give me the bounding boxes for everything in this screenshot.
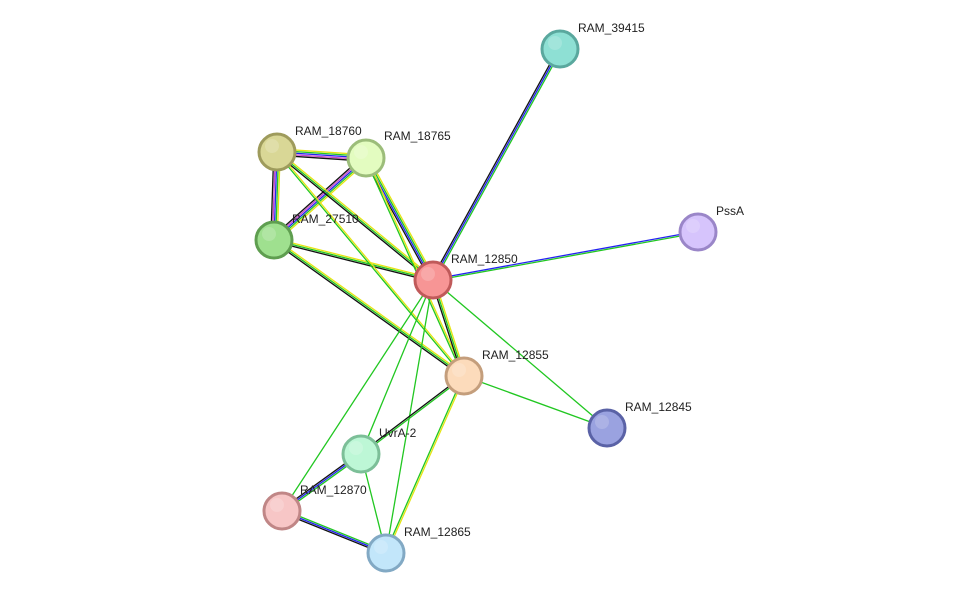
edge-evidence-line [271, 155, 365, 239]
node-highlight [349, 441, 363, 455]
edge-evidence-line [275, 152, 433, 282]
edge-evidence-line [432, 48, 561, 281]
edge-evidence-line [273, 240, 433, 283]
node-ram-39415[interactable]: RAM_39415 [540, 21, 645, 69]
edge-evidence-line [366, 157, 435, 280]
edge-evidence-line [273, 157, 367, 241]
node-highlight [548, 36, 562, 50]
edge-evidence-line [276, 151, 434, 281]
edge-ram-12850-uvra-2[interactable] [360, 279, 434, 455]
node-circle[interactable] [346, 138, 386, 178]
node-circle[interactable] [413, 260, 453, 300]
edge-evidence-line [386, 376, 466, 554]
node-label: RAM_12865 [404, 525, 471, 539]
edge-evidence-line [275, 152, 464, 377]
edge-ram-18760-ram-12855[interactable] [275, 151, 466, 377]
edge-ram-12855-uvra-2[interactable] [360, 374, 465, 456]
edge-evidence-line [360, 279, 434, 455]
edge-evidence-line [274, 237, 434, 280]
edge-ram-18765-ram-27510[interactable] [271, 155, 369, 243]
edge-evidence-line [277, 150, 435, 280]
node-ram-12865[interactable]: RAM_12865 [366, 525, 471, 573]
node-circle[interactable] [257, 132, 297, 172]
edge-evidence-line [367, 156, 436, 280]
edge-evidence-line [272, 240, 464, 378]
node-label: PssA [716, 204, 744, 218]
node-highlight [452, 363, 466, 377]
edge-evidence-line [432, 279, 608, 429]
node-label: RAM_27510 [292, 212, 359, 226]
edge-evidence-line [433, 232, 699, 282]
edge-evidence-line [281, 279, 434, 512]
node-label: RAM_12845 [625, 400, 692, 414]
node-ram-27510[interactable]: RAM_27510 [254, 212, 359, 260]
edge-evidence-line [273, 239, 434, 281]
edge-ram-12855-ram-12865[interactable] [384, 375, 466, 554]
node-ram-12845[interactable]: RAM_12845 [587, 400, 692, 448]
node-label: RAM_12870 [300, 483, 367, 497]
node-highlight [265, 139, 279, 153]
node-highlight [595, 415, 609, 429]
node-highlight [421, 267, 435, 281]
edge-evidence-line [432, 230, 698, 280]
node-ram-12855[interactable]: RAM_12855 [444, 348, 549, 396]
node-label: RAM_12850 [451, 252, 518, 266]
edge-evidence-line [364, 158, 464, 377]
edge-ram-12855-ram-12845[interactable] [463, 375, 608, 429]
edge-evidence-line [273, 239, 465, 377]
edge-evidence-line [384, 375, 464, 553]
node-pssa[interactable]: PssA [678, 204, 744, 252]
edge-evidence-line [463, 375, 608, 429]
node-ram-18760[interactable]: RAM_18760 [257, 124, 362, 172]
node-label: RAM_18765 [384, 129, 451, 143]
edge-ram-27510-ram-12855[interactable] [272, 238, 466, 378]
node-label: RAM_39415 [578, 21, 645, 35]
node-circle[interactable] [444, 356, 484, 396]
node-ram-12850[interactable]: RAM_12850 [413, 252, 518, 300]
node-circle[interactable] [254, 220, 294, 260]
node-ram-12870[interactable]: RAM_12870 [262, 483, 367, 531]
node-highlight [270, 498, 284, 512]
edge-pssa-ram-12850[interactable] [432, 230, 699, 282]
node-circle[interactable] [587, 408, 627, 448]
edge-evidence-line [272, 156, 366, 240]
edge-ram-18765-ram-12855[interactable] [364, 157, 466, 377]
node-ram-18765[interactable]: RAM_18765 [346, 129, 451, 178]
edge-ram-27510-ram-12850[interactable] [273, 237, 434, 283]
edge-evidence-line [275, 159, 369, 243]
node-highlight [374, 540, 388, 554]
edge-ram-12850-ram-12870[interactable] [281, 279, 434, 512]
node-label: UvrA-2 [379, 426, 417, 440]
edge-evidence-line [431, 47, 560, 280]
edge-evidence-line [274, 238, 466, 376]
node-label: RAM_18760 [295, 124, 362, 138]
edge-evidence-line [366, 157, 466, 376]
node-highlight [262, 227, 276, 241]
edge-evidence-line [433, 49, 562, 282]
node-circle[interactable] [540, 29, 580, 69]
edge-evidence-line [274, 158, 368, 242]
node-circle[interactable] [262, 491, 302, 531]
edge-ram-12850-ram-12845[interactable] [432, 279, 608, 429]
edge-evidence-line [361, 376, 465, 456]
node-highlight [686, 219, 700, 233]
node-circle[interactable] [366, 533, 406, 573]
edge-ram-39415-ram-12850[interactable] [431, 47, 562, 282]
edge-evidence-line [277, 151, 466, 376]
node-highlight [354, 145, 368, 159]
node-circle[interactable] [341, 434, 381, 474]
edge-ram-18760-ram-12850[interactable] [275, 150, 435, 282]
node-uvra-2[interactable]: UvrA-2 [341, 426, 417, 474]
node-label: RAM_12855 [482, 348, 549, 362]
node-circle[interactable] [678, 212, 718, 252]
edge-evidence-line [360, 374, 464, 454]
